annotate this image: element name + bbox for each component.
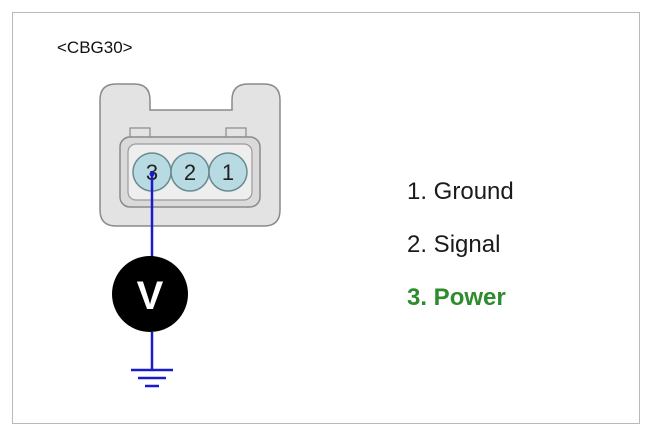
probe-tip — [149, 171, 155, 177]
pin-1: 1 — [208, 152, 248, 192]
legend-signal: 2. Signal — [407, 231, 501, 258]
voltmeter-icon: V — [112, 256, 188, 332]
legend-power: 3. Power — [407, 284, 506, 311]
voltmeter-symbol: V — [137, 274, 164, 318]
ground-icon — [131, 368, 173, 388]
connector-id-label: <CBG30> — [57, 38, 133, 57]
pin-2-label: 2 — [184, 160, 196, 185]
legend-ground: 1. Ground — [407, 178, 514, 205]
pin-2: 2 — [170, 152, 210, 192]
pin-1-label: 1 — [222, 160, 234, 185]
